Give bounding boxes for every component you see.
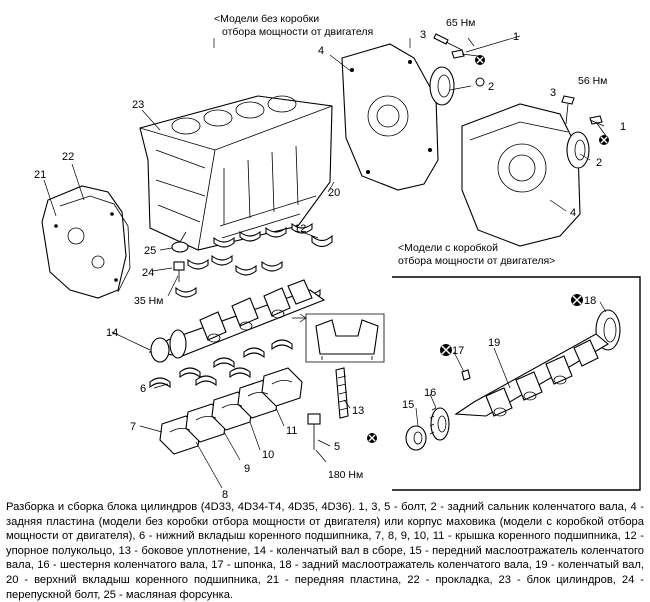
front-plate bbox=[41, 185, 127, 299]
header-right-line1: <Модели с коробкой bbox=[398, 242, 498, 254]
exploded-view-drawing: <Модели без коробки отбора мощности от д… bbox=[34, 13, 641, 501]
leader-lines bbox=[43, 35, 607, 489]
crankshaft-assembly bbox=[148, 279, 326, 363]
callout-21: 21 bbox=[34, 169, 46, 181]
callout-13: 13 bbox=[352, 405, 364, 417]
callout-2: 2 bbox=[596, 157, 602, 169]
header-right-line2: отбора мощности от двигателя> bbox=[398, 255, 555, 267]
callout-3: 3 bbox=[550, 87, 556, 99]
crankshaft-gear bbox=[429, 407, 450, 441]
side-seal bbox=[335, 367, 349, 419]
callout-19: 19 bbox=[488, 337, 500, 349]
callout-9: 9 bbox=[244, 463, 250, 475]
callout-8: 8 bbox=[222, 489, 228, 501]
callout-22: 22 bbox=[62, 151, 74, 163]
bolt-3-right bbox=[561, 95, 575, 125]
bolt-1-right bbox=[589, 115, 607, 137]
bolt-1-top bbox=[451, 49, 479, 59]
callout-23: 23 bbox=[132, 99, 144, 111]
oil-jet bbox=[171, 231, 189, 253]
callout-6: 6 bbox=[140, 383, 146, 395]
flywheel-housing bbox=[461, 103, 581, 247]
front-oil-slinger bbox=[405, 425, 427, 451]
callout-17: 17 bbox=[452, 345, 464, 357]
callout-4: 4 bbox=[318, 45, 324, 57]
main-bearing-caps bbox=[159, 367, 303, 455]
header-top-line2: отбора мощности от двигателя bbox=[222, 26, 373, 38]
crankshaft bbox=[454, 333, 609, 417]
bolt-3-top bbox=[433, 33, 463, 51]
callout-20: 20 bbox=[328, 187, 340, 199]
rear-seal-right bbox=[566, 131, 590, 169]
lower-bearings bbox=[149, 339, 293, 389]
no-reuse-icon bbox=[475, 55, 485, 65]
callout-1: 1 bbox=[513, 31, 519, 43]
no-reuse-icon bbox=[571, 294, 583, 306]
header-top-bracket bbox=[213, 38, 411, 48]
callout-3: 3 bbox=[420, 29, 426, 41]
no-reuse-icon bbox=[367, 433, 377, 443]
main-cap-bolt bbox=[307, 413, 321, 450]
crankshaft-key bbox=[461, 369, 471, 381]
callout-14: 14 bbox=[106, 327, 118, 339]
relief-bolt bbox=[173, 261, 185, 282]
pto-inset-frame bbox=[392, 276, 641, 491]
no-reuse-icon bbox=[475, 77, 485, 87]
torque-label: 56 Нм bbox=[578, 75, 607, 87]
torque-label: 180 Нм bbox=[328, 469, 363, 481]
thrust-washer bbox=[311, 234, 333, 248]
callout-1: 1 bbox=[620, 121, 626, 133]
rear-seal-top bbox=[429, 66, 455, 106]
callout-11: 11 bbox=[286, 425, 297, 437]
callout-10: 10 bbox=[262, 449, 274, 461]
callout-5: 5 bbox=[334, 441, 340, 453]
callout-25: 25 bbox=[144, 245, 156, 257]
callout-7: 7 bbox=[130, 421, 136, 433]
callout-16: 16 bbox=[424, 387, 436, 399]
callout-4: 4 bbox=[570, 207, 576, 219]
cylinder-block bbox=[139, 95, 333, 251]
torque-label: 35 Нм bbox=[134, 295, 163, 307]
torque-label: 65 Нм bbox=[446, 17, 475, 29]
rear-plate bbox=[341, 43, 439, 191]
header-top-line1: <Модели без коробки bbox=[214, 13, 319, 25]
callout-12: 12 bbox=[294, 223, 306, 235]
no-reuse-icon bbox=[440, 344, 452, 356]
callout-24: 24 bbox=[142, 267, 154, 279]
callout-15: 15 bbox=[402, 399, 414, 411]
callout-2: 2 bbox=[488, 81, 494, 93]
front-gasket bbox=[59, 195, 131, 293]
no-reuse-icon bbox=[599, 135, 609, 145]
figure-caption: Разборка и сборка блока цилиндров (4D33,… bbox=[6, 501, 644, 601]
callout-18: 18 bbox=[584, 295, 596, 307]
bearing-cap-detail bbox=[292, 313, 385, 363]
